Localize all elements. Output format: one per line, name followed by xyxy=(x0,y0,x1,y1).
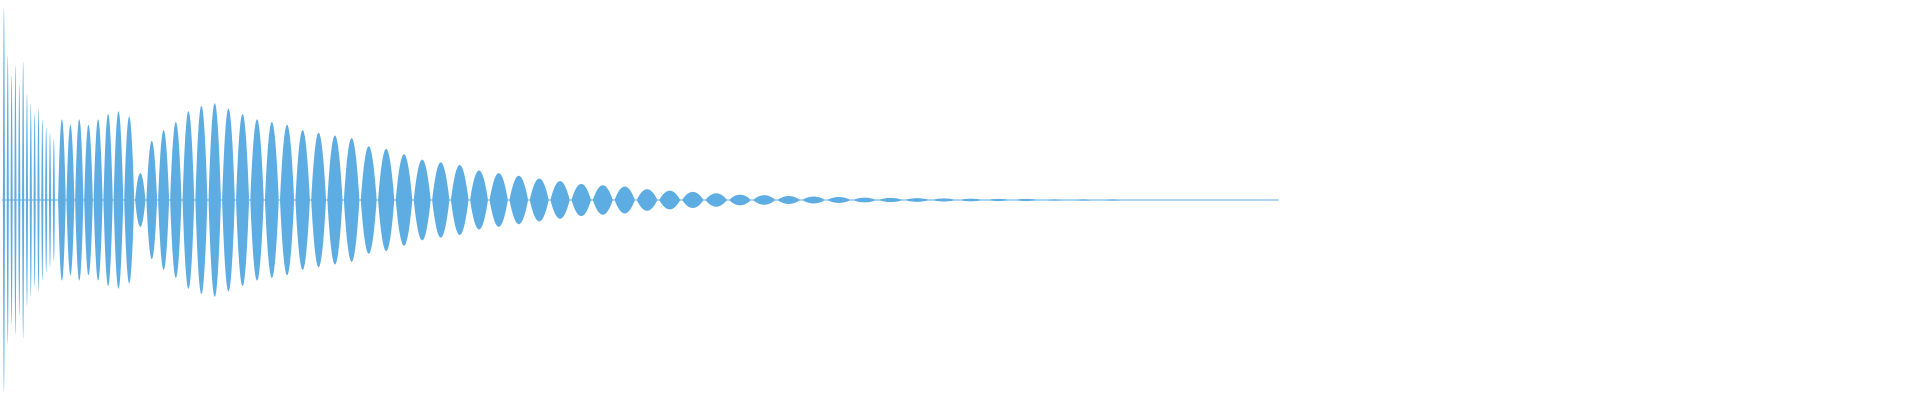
waveform-pulse xyxy=(58,119,66,281)
waveform-pulse xyxy=(327,135,343,265)
waveform-pulse xyxy=(571,183,592,217)
waveform-pulse xyxy=(250,119,264,281)
waveform-pulse xyxy=(958,198,984,202)
waveform-pulse xyxy=(1099,199,1126,201)
waveform-pulse xyxy=(1187,199,1216,201)
waveform-pulse xyxy=(378,148,395,252)
waveform-pulse xyxy=(84,124,93,276)
transient-spike xyxy=(29,104,32,296)
waveform-pulse xyxy=(235,113,250,287)
waveform-pulse xyxy=(170,122,182,278)
waveform-pulse xyxy=(489,173,508,227)
waveform-pulse xyxy=(413,159,431,241)
waveform-pulse xyxy=(509,175,529,225)
waveform-pulse xyxy=(931,198,957,202)
waveform-pulse xyxy=(195,105,208,295)
waveform-pulse xyxy=(450,165,469,235)
waveform-pulse xyxy=(279,124,295,276)
waveform-pulse xyxy=(705,193,728,207)
transient-spike xyxy=(37,107,40,293)
waveform-pulse xyxy=(360,146,377,254)
waveform-pulse xyxy=(592,185,613,215)
waveform-pulse xyxy=(222,108,235,292)
waveform-pulse xyxy=(103,113,113,287)
waveform-pulse xyxy=(1157,199,1186,201)
waveform-pulse xyxy=(614,186,635,214)
waveform-pulse xyxy=(264,122,279,278)
transient-spike xyxy=(52,138,55,262)
waveform-pulse xyxy=(529,178,549,222)
waveform-pulse xyxy=(682,191,704,209)
pulse-group xyxy=(58,103,1278,297)
waveform-pulse xyxy=(343,138,360,262)
transient-spike xyxy=(33,113,36,287)
waveform-pulse xyxy=(1041,199,1068,201)
transient-spike xyxy=(22,61,25,339)
transient-spike xyxy=(41,119,44,281)
waveform-pulse xyxy=(752,195,776,205)
waveform-pulse xyxy=(777,195,801,205)
waveform-pulse xyxy=(802,196,826,204)
waveform-pulse xyxy=(208,103,221,297)
transient-spike xyxy=(25,94,29,306)
waveform-pulse xyxy=(827,197,851,203)
waveform-pulse xyxy=(1218,199,1247,201)
waveform-pulse xyxy=(470,170,489,230)
waveform-pulse xyxy=(295,130,310,270)
waveform-pulse xyxy=(659,190,681,210)
waveform-pulse xyxy=(93,119,103,281)
transient-spike xyxy=(2,8,5,392)
waveform-pulse xyxy=(1070,199,1097,201)
transient-spike xyxy=(48,132,52,268)
transient-group xyxy=(2,8,55,392)
waveform-pulse xyxy=(124,116,135,284)
waveform-pulse xyxy=(135,173,146,227)
transient-spike xyxy=(45,127,48,273)
waveform-pulse xyxy=(66,124,75,276)
waveform-pulse xyxy=(182,111,195,289)
waveform-pulse xyxy=(1248,199,1278,201)
waveform-pulse xyxy=(904,198,930,202)
waveform-pulse xyxy=(158,130,170,270)
waveform-pulse xyxy=(728,194,752,206)
waveform-pulse xyxy=(432,162,450,238)
waveform-pulse xyxy=(852,197,877,203)
waveform-pulse xyxy=(311,132,327,268)
waveform-pulse xyxy=(1128,199,1156,201)
waveform-pulse xyxy=(395,154,413,246)
waveform-pulse xyxy=(146,140,158,260)
transient-spike xyxy=(14,65,17,335)
waveform-pulse xyxy=(985,198,1012,202)
transient-spike xyxy=(10,75,13,325)
waveform-pulse xyxy=(75,119,84,281)
waveform-pulse xyxy=(636,189,658,211)
waveform-pulse xyxy=(113,111,124,289)
waveform-pulse xyxy=(1013,198,1040,202)
waveform-pulse xyxy=(878,197,903,203)
transient-spike xyxy=(6,56,9,344)
transient-spike xyxy=(18,84,21,316)
waveform-pulse xyxy=(550,181,570,219)
